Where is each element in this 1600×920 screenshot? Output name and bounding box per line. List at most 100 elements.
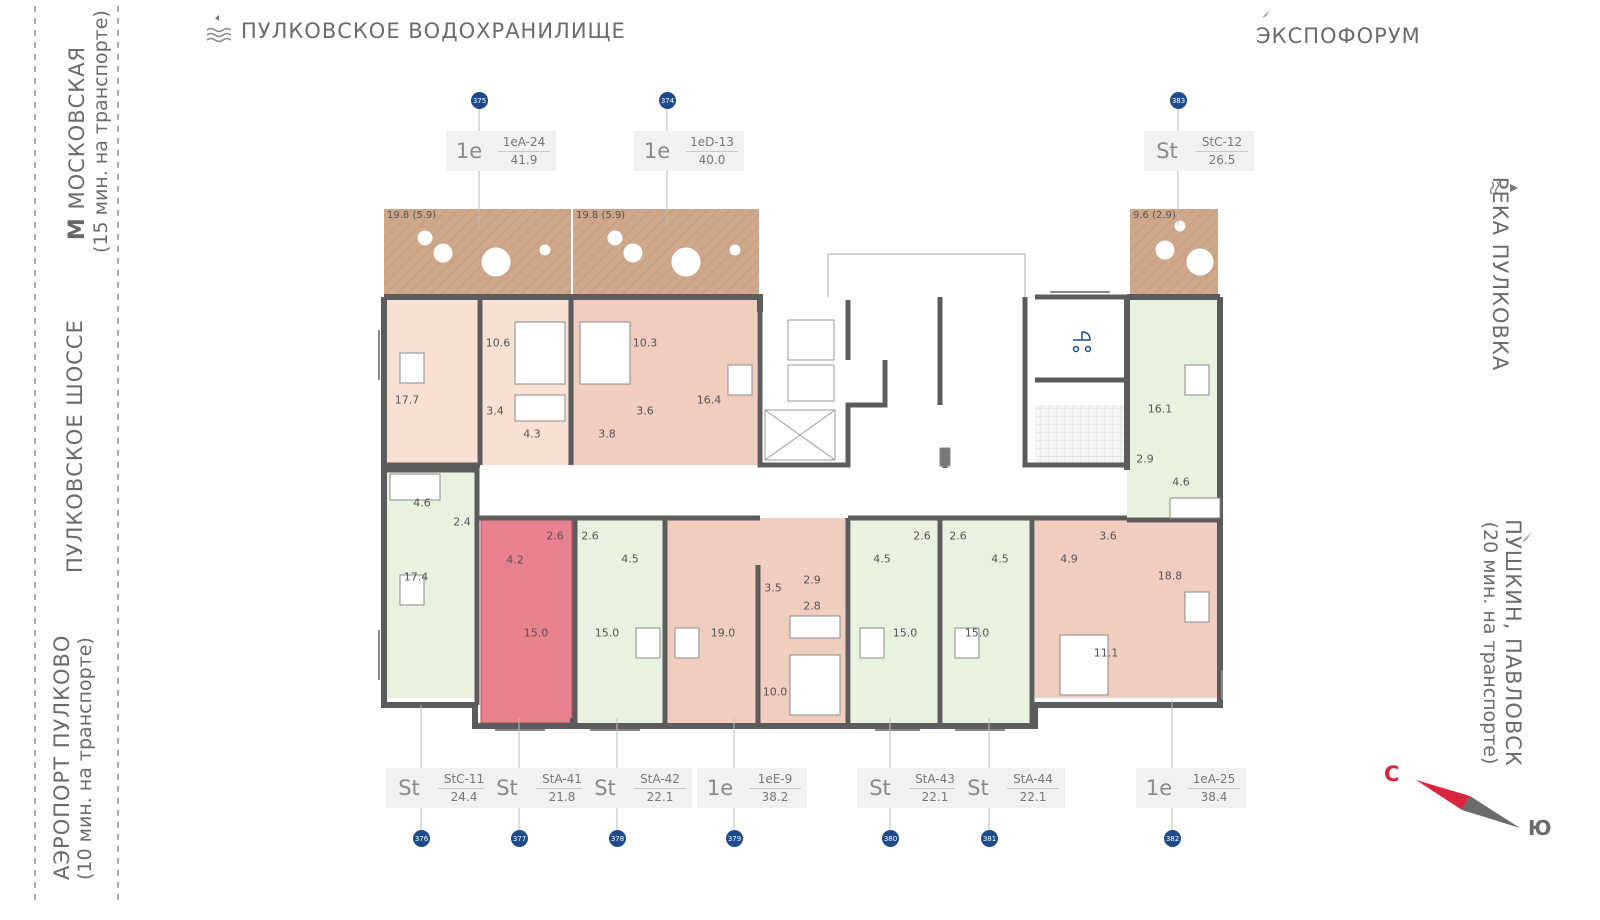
water-icon <box>206 15 231 43</box>
apt-378-fill <box>575 518 665 723</box>
apartment-number-badge[interactable]: 382 <box>1164 830 1181 847</box>
stair-core <box>760 300 850 465</box>
compass-south: Ю <box>1528 816 1552 840</box>
apartment-number-badge[interactable]: 380 <box>882 830 899 847</box>
apartment-area: 38.2 <box>761 789 789 804</box>
room-area: 2.9 <box>1136 452 1154 466</box>
apartment-area: 22.1 <box>921 789 949 804</box>
room-area: 3.5 <box>764 581 782 595</box>
apartment-number-badge[interactable]: 378 <box>609 830 626 847</box>
reservoir-landmark: ПУЛКОВСКОЕ ВОДОХРАНИЛИЩЕ <box>205 14 626 48</box>
room-area: 2.8 <box>803 599 821 613</box>
tiled-room <box>1035 405 1125 465</box>
room-area: 2.9 <box>803 573 821 587</box>
apartment-label-377[interactable]: St StA-41 21.8 <box>484 768 594 808</box>
room-area: 3.4 <box>486 404 504 418</box>
room-area: 2.6 <box>913 529 931 543</box>
room-area: 4.2 <box>506 553 524 567</box>
apartment-code: 1eA-24 <box>502 134 546 149</box>
apartment-type: St <box>398 776 420 800</box>
room-area: 15.0 <box>594 626 620 640</box>
room-area: 4.6 <box>413 496 431 510</box>
apartment-label-374[interactable]: 1e 1eD-13 40.0 <box>634 131 744 171</box>
apartment-code: 1eA-25 <box>1192 771 1236 786</box>
apartment-code: StA-44 <box>1013 771 1053 786</box>
room-area: 2.4 <box>453 515 471 529</box>
left-border-dashes-2 <box>117 6 119 906</box>
room-area: 2.6 <box>581 529 599 543</box>
apt-381-fill <box>943 518 1032 723</box>
river-icon <box>1490 181 1518 195</box>
room-area: 4.5 <box>621 552 639 566</box>
apartment-code: StC-12 <box>1201 134 1243 149</box>
room-area: 15.0 <box>892 626 918 640</box>
apartment-code: StA-42 <box>640 771 680 786</box>
room-area: 4.6 <box>1172 475 1190 489</box>
terrace-2 <box>573 209 759 297</box>
apartment-area: 26.5 <box>1208 152 1236 167</box>
apartment-number-badge[interactable]: 379 <box>726 830 743 847</box>
apartment-number-badge[interactable]: 377 <box>511 830 528 847</box>
apartment-type: 1e <box>643 139 671 163</box>
apartment-area: 38.4 <box>1200 789 1228 804</box>
room-area: 10.0 <box>762 685 788 699</box>
room-area: 3.8 <box>598 427 616 441</box>
room-area: 3.6 <box>636 404 654 418</box>
room-area: 3.6 <box>1099 529 1117 543</box>
apartment-label-383[interactable]: St StC-12 26.5 <box>1144 131 1254 171</box>
apartment-label-378[interactable]: St StA-42 22.1 <box>582 768 692 808</box>
room-area: 17.7 <box>394 393 420 407</box>
apartment-code: 1eD-13 <box>690 134 734 149</box>
room-area: 19.0 <box>710 626 736 640</box>
apartment-type: St <box>1156 139 1178 163</box>
room-area: 2.6 <box>949 529 967 543</box>
apartment-number-badge[interactable]: 374 <box>659 92 676 109</box>
apartment-label-379[interactable]: 1e 1eE-9 38.2 <box>697 768 807 808</box>
room-area: 10.3 <box>632 336 658 350</box>
apartment-area: 22.1 <box>646 789 674 804</box>
apartment-type: 1e <box>706 776 734 800</box>
pushkin-arrow-icon <box>1522 532 1532 542</box>
apartment-code: 1eE-9 <box>757 771 793 786</box>
room-area: 18.8 <box>1157 569 1183 583</box>
apt-383-fill <box>1127 300 1220 520</box>
apartment-code: StC-11 <box>443 771 485 786</box>
apartment-number-badge[interactable]: 383 <box>1170 92 1187 109</box>
room-area: 15.0 <box>523 626 549 640</box>
room-area: 4.9 <box>1060 552 1078 566</box>
room-area: 4.5 <box>991 552 1009 566</box>
terrace-label: 9.6 (2.9) <box>1133 210 1176 221</box>
room-area: 4.3 <box>523 427 541 441</box>
apartment-type: St <box>496 776 518 800</box>
apartment-area: 22.1 <box>1019 789 1047 804</box>
room-area: 16.4 <box>696 393 722 407</box>
room-area: 2.6 <box>546 529 564 543</box>
compass-needle-icon <box>1416 780 1520 828</box>
apartment-area: 41.9 <box>510 152 538 167</box>
left-border-dashes <box>34 6 36 906</box>
room-area: 11.1 <box>1093 646 1119 660</box>
apt-380-fill <box>851 518 939 723</box>
terrace-label: 19.8 (5.9) <box>387 210 437 221</box>
apartment-type: St <box>869 776 891 800</box>
apartment-code: StA-41 <box>542 771 582 786</box>
apartment-area: 21.8 <box>548 789 576 804</box>
apartment-type: St <box>594 776 616 800</box>
room-area: 4.5 <box>873 552 891 566</box>
reservoir-label: ПУЛКОВСКОЕ ВОДОХРАНИЛИЩЕ <box>241 19 626 43</box>
apartment-label-381[interactable]: St StA-44 22.1 <box>955 768 1065 808</box>
apartment-number-badge[interactable]: 381 <box>981 830 998 847</box>
expoforum-label: ЭКСПОФОРУМ <box>1256 24 1421 48</box>
compass-north: С <box>1384 762 1400 786</box>
apartment-number-badge[interactable]: 376 <box>413 830 430 847</box>
apt-377-fill[interactable] <box>480 517 573 724</box>
apartment-number-badge[interactable]: 375 <box>471 92 488 109</box>
apartment-area: 40.0 <box>698 152 726 167</box>
apartment-type: St <box>967 776 989 800</box>
room-area: 17.4 <box>403 570 429 584</box>
